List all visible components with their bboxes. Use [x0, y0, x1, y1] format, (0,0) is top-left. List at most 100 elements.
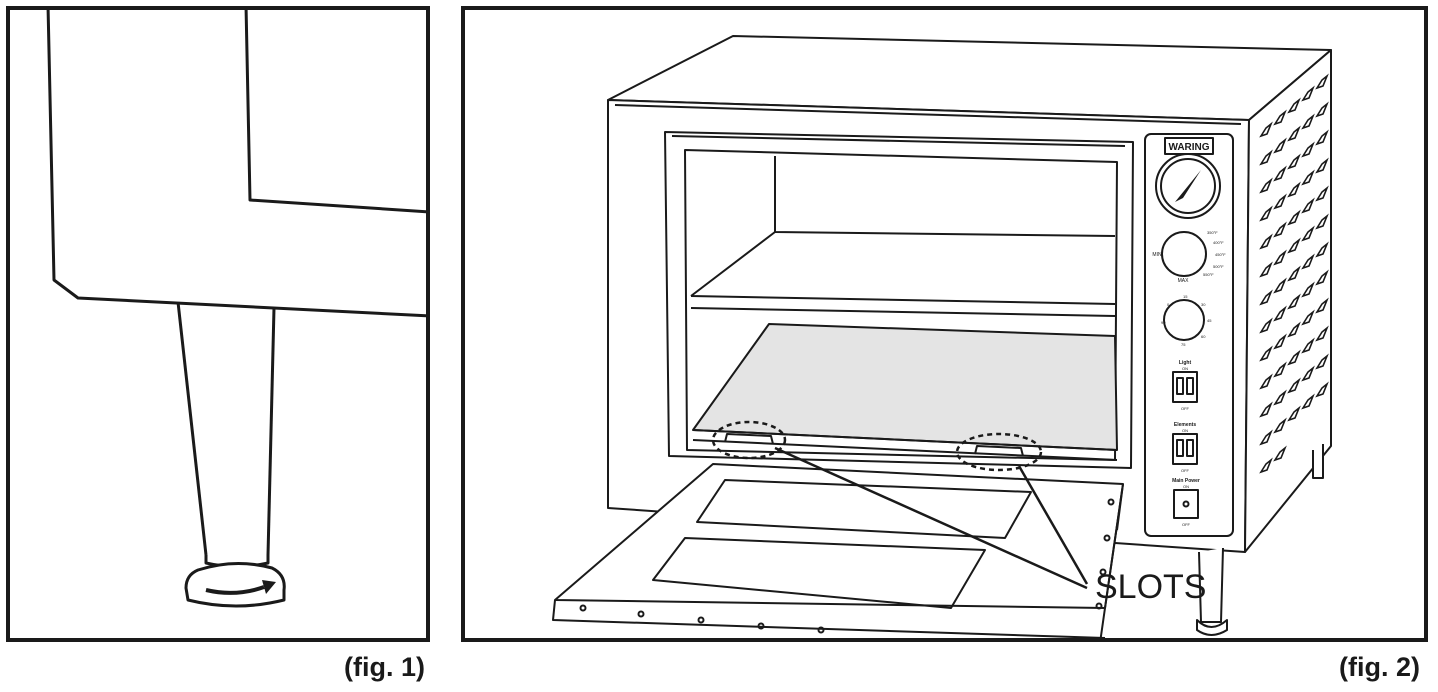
vent-slot [1315, 157, 1329, 174]
cabinet-body [46, 10, 426, 318]
leveling-leg-illustration [46, 10, 426, 608]
timer-label-0: 0 [1167, 302, 1170, 307]
leg-left-edge [176, 301, 208, 556]
vent-slot [1259, 261, 1273, 278]
side-vent-pattern [1259, 73, 1329, 474]
vent-slot [1287, 237, 1301, 254]
oven-door-front-edge [552, 599, 1106, 638]
temp-label-550: 550°F [1203, 272, 1214, 277]
slot-highlight-right [955, 432, 1043, 472]
elements-switch-rocker[interactable] [1186, 439, 1194, 457]
vent-slot [1301, 169, 1315, 186]
door-window-upper [696, 479, 1032, 539]
elements-switch[interactable] [1172, 433, 1198, 465]
timer-label-15: 15 [1183, 294, 1188, 299]
vent-slot [1259, 233, 1273, 250]
temperature-dial[interactable] [1161, 231, 1207, 277]
temp-label-400: 400°F [1213, 240, 1224, 245]
rotate-arrow-icon [205, 585, 265, 595]
vent-slot [1259, 177, 1273, 194]
light-switch-label: Light [1179, 360, 1192, 366]
vent-slot [1259, 345, 1273, 362]
vent-slot [1287, 125, 1301, 142]
vent-slot [1273, 389, 1287, 406]
main-power-on: ON [1183, 484, 1189, 489]
light-switch-off: OFF [1181, 406, 1190, 411]
door-screw [697, 616, 705, 624]
slot-callout-line-right [1017, 465, 1089, 585]
vent-slot [1259, 373, 1273, 390]
temp-max-label: MAX [1178, 278, 1190, 284]
vent-slot [1287, 405, 1301, 422]
control-panel [1144, 133, 1234, 537]
main-power-indicator [1182, 500, 1190, 508]
oven-trim-top [614, 104, 1242, 125]
vent-slot [1273, 193, 1287, 210]
vent-slot [1273, 165, 1287, 182]
oven-door-side [1099, 483, 1124, 638]
door-screw [1095, 602, 1103, 610]
vent-slot [1287, 181, 1301, 198]
slot-callout-line-left [774, 446, 1088, 590]
vent-slot [1287, 97, 1301, 114]
elements-switch-on: ON [1182, 428, 1188, 433]
vent-slot [1273, 249, 1287, 266]
timer-dial[interactable] [1163, 299, 1205, 341]
vent-slot [1259, 429, 1273, 446]
timer-label-75: 75 [1181, 342, 1186, 347]
vent-slot [1287, 321, 1301, 338]
vent-slot [1301, 225, 1315, 242]
vent-slot [1259, 317, 1273, 334]
temperature-gauge-face [1160, 158, 1216, 214]
vent-slot [1273, 333, 1287, 350]
door-screw [1107, 498, 1115, 506]
vent-slot [1301, 393, 1315, 410]
slot-notch-right [974, 445, 1024, 457]
door-screw [1099, 568, 1107, 576]
vent-slot [1259, 205, 1273, 222]
pizza-deck [692, 323, 1118, 451]
oven-cavity-outer [664, 131, 1134, 469]
oven-illustration: WARING MIN MAX 350°F 400°F 450°F 500°F 5… [552, 35, 1332, 638]
vent-slot [1259, 401, 1273, 418]
vent-slot [1315, 213, 1329, 230]
vent-slot [1301, 253, 1315, 270]
oven-leg-back [1312, 444, 1324, 479]
vent-slot [1287, 265, 1301, 282]
temp-min-label: MIN [1152, 252, 1162, 258]
vent-slot [1273, 305, 1287, 322]
vent-slot [1301, 197, 1315, 214]
vent-slot [1315, 269, 1329, 286]
vent-slot [1259, 289, 1273, 306]
vent-slot [1301, 365, 1315, 382]
light-switch-rocker[interactable] [1176, 377, 1184, 395]
oven-upper-shelf [690, 231, 1116, 317]
light-switch[interactable] [1172, 371, 1198, 403]
oven-foot-front [1196, 619, 1228, 636]
slot-highlight-left [711, 420, 787, 460]
rotate-arrowhead-icon [262, 580, 276, 594]
timer-label-60: 60 [1201, 334, 1206, 339]
vent-slot [1259, 149, 1273, 166]
door-screw [817, 626, 825, 634]
brand-logo: WARING [1168, 142, 1209, 153]
vent-slot [1315, 101, 1329, 118]
timer-label-90: 90 [1161, 320, 1166, 325]
adjustable-foot [184, 561, 286, 608]
timer-label-30: 30 [1201, 302, 1206, 307]
temp-label-350: 350°F [1207, 230, 1218, 235]
figure-1-panel [6, 6, 430, 642]
light-switch-rocker[interactable] [1186, 377, 1194, 395]
door-screw [757, 622, 765, 630]
elements-switch-rocker[interactable] [1176, 439, 1184, 457]
temp-label-500: 500°F [1213, 264, 1224, 269]
vent-slot [1315, 381, 1329, 398]
light-switch-on: ON [1182, 366, 1188, 371]
vent-slot [1273, 361, 1287, 378]
main-power-switch[interactable] [1173, 489, 1199, 519]
vent-slot [1315, 325, 1329, 342]
vent-slot [1287, 377, 1301, 394]
figure-1-caption: (fig. 1) [344, 652, 425, 682]
vent-slot [1273, 221, 1287, 238]
main-power-label: Main Power [1172, 478, 1200, 484]
